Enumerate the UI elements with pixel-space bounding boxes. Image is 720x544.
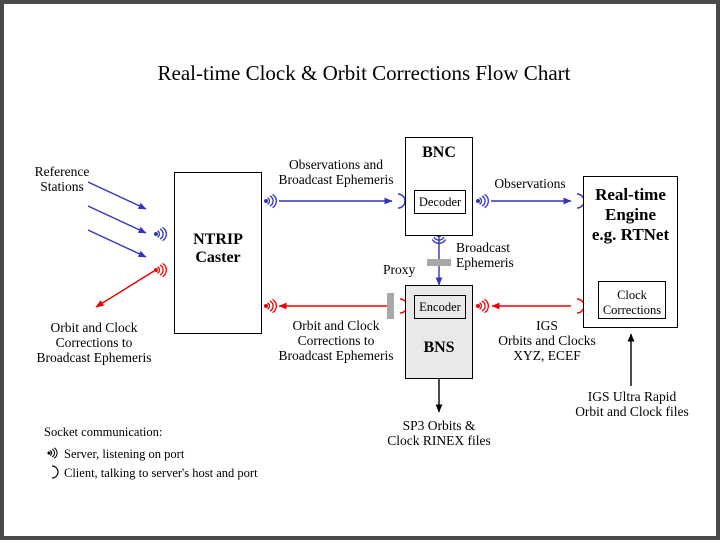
server-socket-icon-caster-out [153,262,167,278]
realtime-engine-label: Real-time Engine e.g. RTNet [591,185,670,244]
igs-orbits-clocks-label: IGS Orbits and Clocks XYZ, ECEF [498,318,596,364]
sp3-outputs-label: SP3 Orbits & Clock RINEX files [387,418,491,449]
legend-item-server-text: Server, listening on port [64,447,185,461]
caster-corrections-out-arrow [95,270,155,308]
broadcast-ephemeris-label: Broadcast Ephemeris [456,240,514,271]
bns-label: BNS [423,339,455,356]
clock-corrections-box[interactable]: Clock Corrections [598,281,666,319]
server-socket-icon-bnc-out [475,193,489,209]
realtime-engine-box[interactable]: Real-time Engine e.g. RTNet Clock Correc… [583,176,678,328]
diagram-canvas: Real-time Clock & Orbit Corrections Flow… [4,4,720,544]
legend-item-client-text: Client, talking to server's host and por… [64,466,258,480]
bns-encoder-label: Encoder [419,300,461,314]
ntrip-caster-box[interactable]: NTRIP Caster [174,172,262,334]
reference-stations-label: Reference Stations [34,164,90,195]
server-socket-icon-caster-corr-in [263,298,277,314]
corrections-to-bce-mid-label: Orbit and Clock Corrections to Broadcast… [278,318,394,364]
client-socket-icon-bnc-in [397,193,406,209]
bnc-label: BNC [422,144,456,161]
corrections-to-bce-left-label: Orbit and Clock Corrections to Broadcast… [36,320,152,366]
legend-heading: Socket communication: [44,425,163,439]
igs-ultra-rapid-label: IGS Ultra Rapid Orbit and Clock files [575,389,689,420]
server-socket-icon-caster-in [153,226,167,242]
observations-label: Observations [494,176,566,191]
obs-and-bce-label: Observations and Broadcast Ephemeris [278,157,394,188]
ntrip-caster-label: NTRIP Caster [193,231,243,266]
proxy-bar-vertical [427,259,451,266]
proxy-bar-horizontal [387,293,394,319]
page-title: Real-time Clock & Orbit Corrections Flow… [157,61,571,85]
legend-client-socket-icon [51,465,59,479]
server-socket-icon-caster-obs [263,193,277,209]
bnc-decoder-box[interactable]: Decoder [414,190,466,214]
bns-box[interactable]: Encoder BNS [405,285,473,379]
flow-arrows-layer [47,181,635,479]
reference-station-arrows [87,181,147,258]
server-socket-icon-bns-igs-in [475,298,489,314]
legend-server-socket-icon [47,447,58,459]
bns-encoder-box[interactable]: Encoder [414,295,466,319]
proxy-label: Proxy [383,262,416,277]
bnc-decoder-label: Decoder [418,195,462,209]
bnc-box[interactable]: BNC Decoder [405,137,473,236]
clock-corrections-label: Clock Corrections [602,288,662,317]
